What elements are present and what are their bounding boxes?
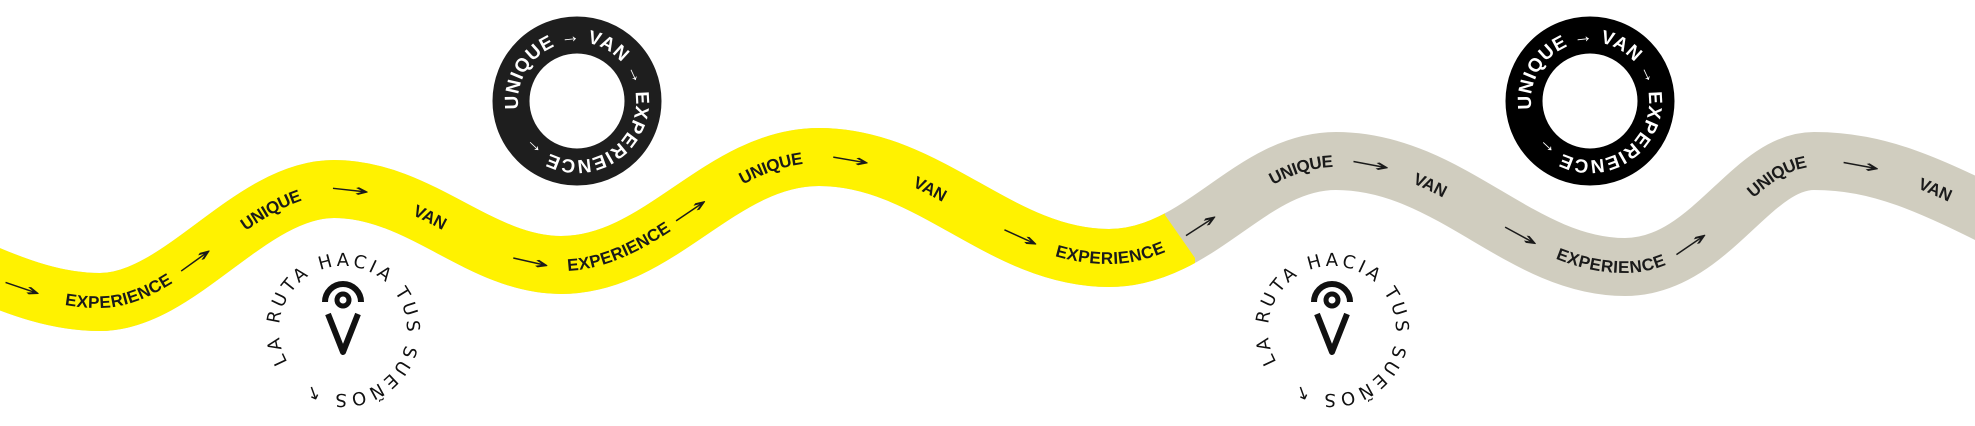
location-badge-text: LA RUTA HACIA TUS SUEÑOS ↖ [1252,250,1412,410]
ring-badge-shape [492,16,662,186]
arrow-glyph: → [329,178,371,203]
location-badge-text: LA RUTA HACIA TUS SUEÑOS ↖ [263,250,423,410]
ring-badge-2: UNIQUE → VAN → EXPERIENCE ← [1505,16,1675,186]
ring-badge-1: UNIQUE → VAN → EXPERIENCE ← [492,16,662,186]
ring-badge-shape [1505,16,1675,186]
location-badge-2: LA RUTA HACIA TUS SUEÑOS ↖ [1252,250,1412,410]
location-badge-1: LA RUTA HACIA TUS SUEÑOS ↖ [263,250,423,410]
location-pin-icon [1311,281,1353,355]
location-pin-icon [322,281,364,355]
arrow-icon: → [329,178,371,203]
